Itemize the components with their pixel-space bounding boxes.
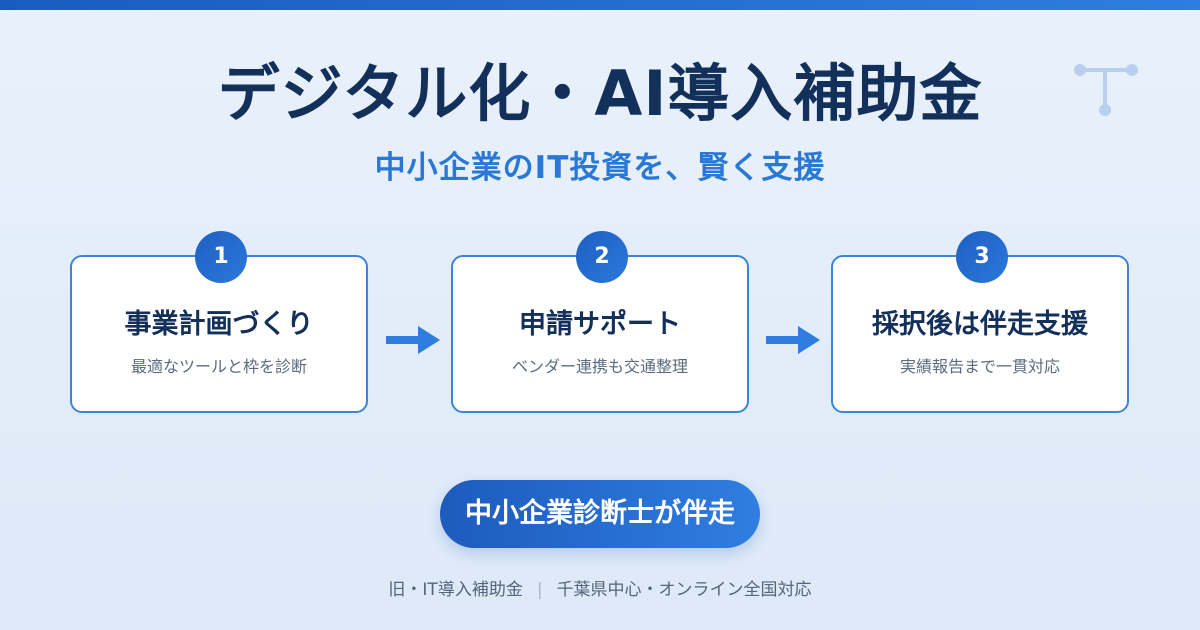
arrow-right-icon — [386, 326, 440, 354]
step-card-3: 3 採択後は伴走支援 実績報告まで一貫対応 — [831, 231, 1129, 413]
top-accent-bar — [0, 0, 1200, 10]
footer-former-name: 旧・IT導入補助金 — [388, 580, 523, 600]
step-card-1: 1 事業計画づくり 最適なツールと枠を診断 — [70, 231, 368, 413]
page-title: デジタル化・AI導入補助金 — [217, 57, 983, 130]
tech-node-icon — [1074, 64, 1138, 116]
consultant-badge: 中小企業診断士が伴走 — [440, 480, 760, 548]
step-title: 採択後は伴走支援 — [872, 309, 1088, 340]
step-title: 事業計画づくり — [124, 309, 314, 340]
step-number-badge: 2 — [576, 231, 628, 283]
footer-coverage: 千葉県中心・オンライン全国対応 — [556, 580, 812, 600]
step-card-2: 2 申請サポート ベンダー連携も交通整理 — [451, 231, 749, 413]
footer-separator: | — [536, 580, 543, 600]
step-description: 最適なツールと枠を診断 — [130, 357, 307, 376]
arrow-right-icon — [766, 326, 820, 354]
step-title: 申請サポート — [519, 309, 681, 340]
step-number-badge: 1 — [195, 231, 247, 283]
step-description: 実績報告まで一貫対応 — [899, 357, 1060, 376]
page-subtitle: 中小企業のIT投資を、賢く支援 — [374, 150, 826, 186]
step-number-badge: 3 — [956, 231, 1008, 283]
step-description: ベンダー連携も交通整理 — [511, 357, 688, 376]
footer-note: 旧・IT導入補助金 | 千葉県中心・オンライン全国対応 — [0, 576, 1200, 604]
